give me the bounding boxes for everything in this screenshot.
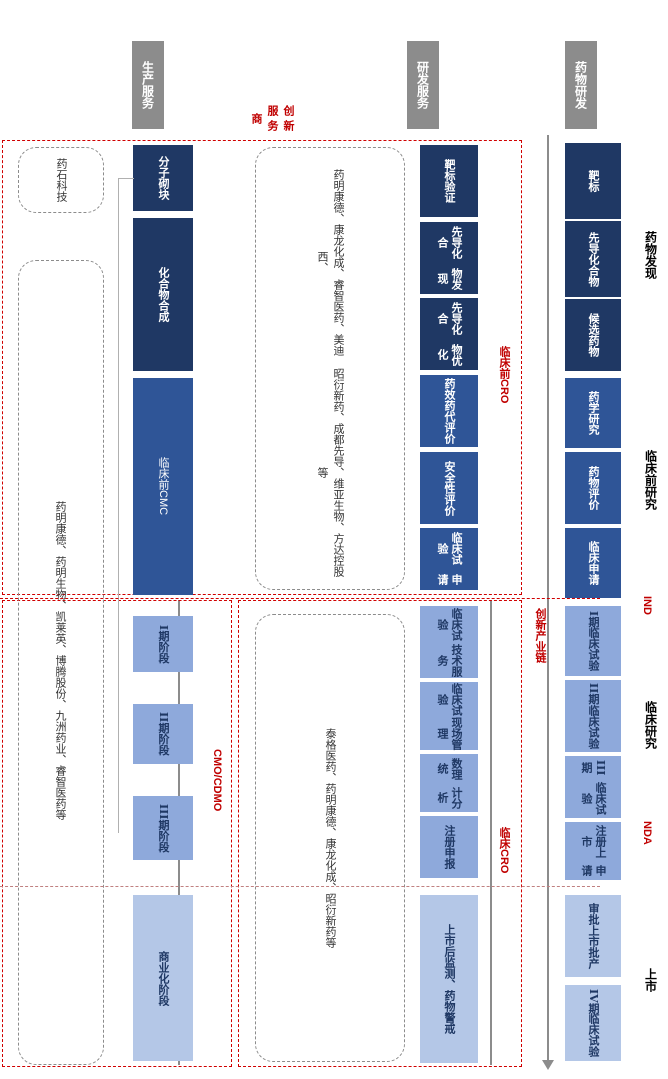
step-phase2: II期临床试验 xyxy=(565,680,621,752)
step-target: 靶标 xyxy=(565,143,621,219)
step-clinical-application: 临床申请 xyxy=(565,528,621,598)
preclinical-cro-label: 临床前CRO xyxy=(498,346,510,404)
stage-clinical: 临床研究 xyxy=(643,701,658,749)
cmo-connector-line xyxy=(118,178,119,833)
preclinical-cro-box xyxy=(2,140,522,595)
innovation-service-provider-label: 创新服务商 xyxy=(250,105,295,135)
cmo-cdmo-label: CMO/CDMO xyxy=(211,748,223,812)
clinical-cro-companies: 泰格医药、药明康德、康龙化成、昭衍新药等 xyxy=(324,728,337,948)
row-header-drug-rd: 药物研发 xyxy=(565,41,597,129)
clinical-tech-service: 临床试验技术服务 xyxy=(420,606,478,678)
cmo-phase3: III期阶段 xyxy=(133,796,193,860)
step-phase3: III期临床试验 xyxy=(565,756,621,818)
row-header-rd-service: 研发服务 xyxy=(407,41,439,129)
preclinical-cro-companies-region xyxy=(255,147,405,590)
cmo-cdmo-box xyxy=(2,600,232,1067)
cmo-phase2: II期阶段 xyxy=(133,704,193,764)
cmo-molecule: 分子砌块 xyxy=(133,145,193,211)
step-pharmaceutics: 药学研究 xyxy=(565,378,621,448)
cro-lead-optimization: 先导化合物优化 xyxy=(420,298,478,370)
clinical-site-management: 临床试验现场管理 xyxy=(420,682,478,750)
stage-market: 上市 xyxy=(643,968,658,992)
preclinical-cro-companies: 药明康德、康龙化成、睿智医药、美迪西、 昭衍新药、成都先导、维亚生物、方达控股等 xyxy=(316,168,345,577)
clinical-cro-box xyxy=(238,600,522,1067)
step-approval: 审批上市批产 xyxy=(565,895,621,977)
step-phase1: I期临床试验 xyxy=(565,606,621,676)
cmo-commercial: 商业化阶段 xyxy=(133,895,193,1061)
milestone-nda: NDA xyxy=(641,820,653,845)
clinical-cro-companies-region xyxy=(255,614,405,1062)
cro-lead-discovery: 先导化合物发现 xyxy=(420,222,478,294)
step-candidate: 候选药物 xyxy=(565,299,621,371)
cro-pk-pd: 药效药代评价 xyxy=(420,375,478,447)
innovation-chain-label: 创新产业链 xyxy=(534,607,547,663)
clinical-cro-label: 临床CRO xyxy=(498,826,510,874)
separator-line-mid xyxy=(490,600,492,1065)
cmo-main-company-region xyxy=(18,260,104,1065)
stage-preclinical: 临床前研究 xyxy=(643,450,658,510)
cro-clinical-trial-application: 临床试验申请 xyxy=(420,528,478,590)
step-drug-eval: 药物评价 xyxy=(565,452,621,524)
step-phase4: IV期临床试验 xyxy=(565,985,621,1061)
cmo-left-company: 药石科技 xyxy=(55,158,68,202)
ind-dashline xyxy=(0,598,600,599)
clinical-post-market: 上市后监测、药物警戒 xyxy=(420,895,478,1063)
cmo-phase1: I期阶段 xyxy=(133,616,193,672)
cro-target-validation: 靶标验证 xyxy=(420,145,478,217)
cmo-preclinical-cmc: 临床前CMC xyxy=(133,378,193,595)
clinical-registration: 注册申报 xyxy=(420,816,478,878)
nda-dashline xyxy=(0,886,600,887)
flow-arrow-icon xyxy=(542,1060,554,1070)
step-lead-compound: 先导化合物 xyxy=(565,221,621,297)
clinical-data-stats: 数理统计分析 xyxy=(420,754,478,812)
stage-discovery: 药物发现 xyxy=(643,231,658,279)
cmo-left-company-region xyxy=(18,147,104,213)
separator-line-top xyxy=(547,135,549,1065)
cmo-connector-top xyxy=(118,178,134,179)
cmo-main-companies: 药明康德、药明生物、凯莱英、博腾股份、九洲药业、睿智医药等 xyxy=(54,500,67,820)
row-header-production-service: 生产服务 xyxy=(132,41,164,129)
step-registration: 注册上市申请 xyxy=(565,822,621,880)
milestone-ind: IND xyxy=(641,595,653,615)
cmo-synthesis: 化合物合成 xyxy=(133,218,193,371)
cro-safety: 安全性评价 xyxy=(420,452,478,524)
